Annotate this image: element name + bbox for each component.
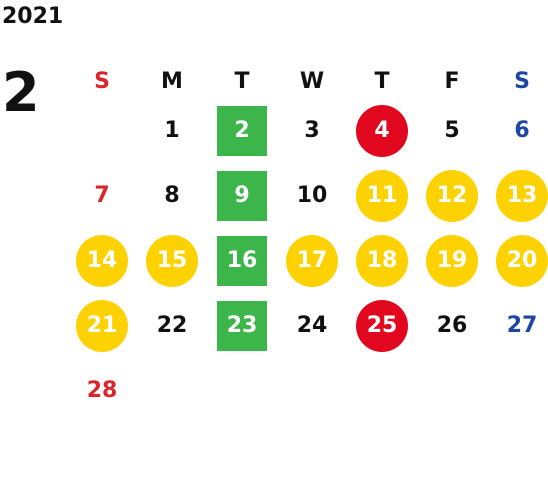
day-cell: 18 <box>347 228 417 293</box>
day-number: 2 <box>217 105 267 156</box>
day-cell <box>137 358 207 423</box>
weekday-header: S M T W T F S <box>67 64 548 98</box>
day-number: 17 <box>286 234 338 287</box>
day-cell: 13 <box>487 163 548 228</box>
weekday-sunday: S <box>94 68 110 94</box>
day-cell: 14 <box>67 228 137 293</box>
year-label: 2021 <box>2 4 64 29</box>
day-number: 24 <box>296 313 328 338</box>
day-cell: 17 <box>277 228 347 293</box>
day-cell: 11 <box>347 163 417 228</box>
day-cell: 10 <box>277 163 347 228</box>
day-number: 27 <box>506 313 538 338</box>
day-number: 7 <box>94 183 110 208</box>
weekday-wednesday: W <box>299 68 325 94</box>
weekday-monday: M <box>161 68 183 94</box>
day-cell: 21 <box>67 293 137 358</box>
weekday-friday: F <box>444 68 460 94</box>
day-cell: 8 <box>137 163 207 228</box>
day-cell: 27 <box>487 293 548 358</box>
day-number: 1 <box>164 118 180 143</box>
day-cell: 23 <box>207 293 277 358</box>
week-row: 21 22 23 24 25 26 27 <box>67 293 548 358</box>
day-cell: 19 <box>417 228 487 293</box>
day-cell <box>347 358 417 423</box>
day-cell: 16 <box>207 228 277 293</box>
day-cell <box>67 98 137 163</box>
week-row: 28 <box>67 358 548 423</box>
day-number: 18 <box>356 234 408 287</box>
day-number: 28 <box>86 378 118 403</box>
day-number: 8 <box>164 183 180 208</box>
day-cell: 9 <box>207 163 277 228</box>
day-cell: 4 <box>347 98 417 163</box>
day-number: 5 <box>444 118 460 143</box>
day-number: 19 <box>426 234 478 287</box>
day-number: 13 <box>496 169 548 222</box>
day-cell: 7 <box>67 163 137 228</box>
day-number: 11 <box>356 169 408 222</box>
day-cell <box>487 358 548 423</box>
day-number: 12 <box>426 169 478 222</box>
weekday-tuesday: T <box>234 68 250 94</box>
day-number: 3 <box>304 118 320 143</box>
day-number: 23 <box>217 300 267 351</box>
day-number: 6 <box>514 118 530 143</box>
day-cell: 3 <box>277 98 347 163</box>
day-number: 15 <box>146 234 198 287</box>
day-cell: 25 <box>347 293 417 358</box>
day-cell: 15 <box>137 228 207 293</box>
day-cell: 22 <box>137 293 207 358</box>
weekday-thursday: T <box>374 68 390 94</box>
week-row: 14 15 16 17 18 19 20 <box>67 228 548 293</box>
day-number: 14 <box>76 234 128 287</box>
day-cell: 6 <box>487 98 548 163</box>
day-cell <box>417 358 487 423</box>
month-number: 2 <box>2 61 40 124</box>
week-row: 7 8 9 10 11 12 13 <box>67 163 548 228</box>
day-number: 21 <box>76 299 128 352</box>
day-cell: 28 <box>67 358 137 423</box>
day-cell <box>277 358 347 423</box>
week-row: 1 2 3 4 5 6 <box>67 98 548 163</box>
day-number: 9 <box>217 170 267 221</box>
weekday-saturday: S <box>514 68 530 94</box>
day-number: 20 <box>496 234 548 287</box>
day-cell: 20 <box>487 228 548 293</box>
day-cell: 26 <box>417 293 487 358</box>
day-cell: 2 <box>207 98 277 163</box>
day-number: 10 <box>296 183 328 208</box>
day-number: 4 <box>356 104 408 157</box>
day-number: 26 <box>436 313 468 338</box>
day-cell: 24 <box>277 293 347 358</box>
day-number: 25 <box>356 299 408 352</box>
day-number: 16 <box>217 235 267 286</box>
day-number: 22 <box>156 313 188 338</box>
day-cell: 1 <box>137 98 207 163</box>
day-cell: 5 <box>417 98 487 163</box>
day-cell <box>207 358 277 423</box>
day-cell: 12 <box>417 163 487 228</box>
